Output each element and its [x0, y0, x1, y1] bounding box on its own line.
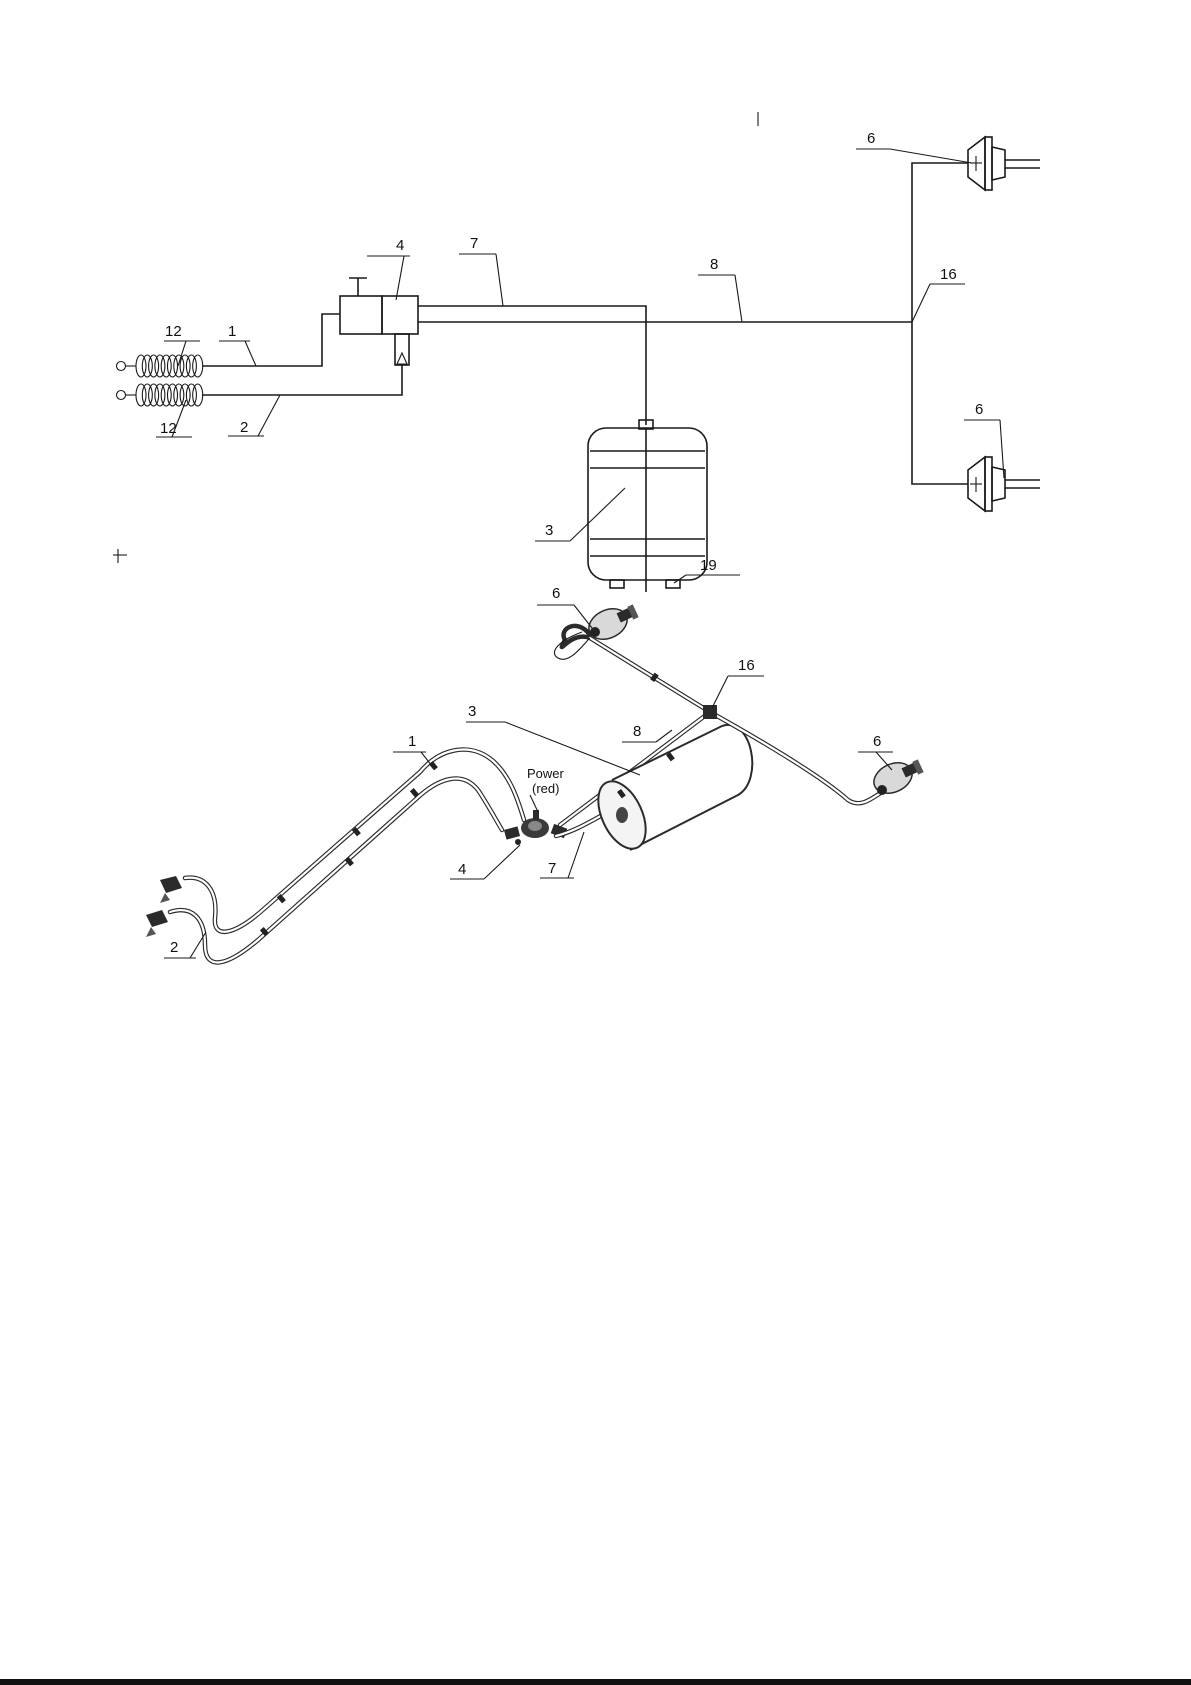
coil-top: [117, 355, 203, 377]
coil-loop: [180, 355, 190, 377]
coil-loop: [174, 355, 184, 377]
illus-label-power-1: Power: [527, 766, 565, 781]
illus-label-line-2: 2: [170, 939, 178, 956]
label-coil-bottom: 12: [160, 420, 177, 437]
illus-label-valve: 4: [458, 861, 466, 878]
illus-label-tank: 3: [468, 703, 476, 720]
hose-1: [185, 750, 524, 932]
coil-loop: [174, 384, 184, 406]
illus-label-chamber-right: 6: [873, 733, 881, 750]
label-chamber-top: 6: [867, 130, 875, 147]
label-coil-top: 12: [165, 323, 182, 340]
label-drain: 19: [700, 557, 717, 574]
label-tank: 3: [545, 522, 553, 539]
coil-loop: [149, 355, 159, 377]
label-valve: 4: [396, 237, 404, 254]
coil-loop: [193, 355, 203, 377]
coil-loop: [161, 355, 171, 377]
coupling-top: [160, 876, 182, 903]
illustration: 6 16 3 8 1 4 7 6 2 Power (red): [146, 585, 924, 962]
illustration-leaders: [164, 605, 893, 958]
page-bottom-edge: [0, 1679, 1191, 1685]
coil-loop: [186, 355, 196, 377]
label-line-8: 8: [710, 256, 718, 273]
line-7: [418, 306, 646, 425]
illus-label-line-1: 1: [408, 733, 416, 750]
hose-2: [170, 779, 502, 963]
schematic: 12 12 1 2 4 7 8 16 6 6 3 19: [113, 112, 1040, 592]
branch-down: [912, 322, 968, 484]
coupling-bottom: [146, 910, 168, 937]
stray-symbol: [113, 549, 127, 563]
branch-up: [912, 163, 968, 322]
coil-loop: [155, 384, 165, 406]
chamber-top: [968, 137, 1040, 190]
branch-top-illustration: [554, 626, 710, 712]
label-tee: 16: [940, 266, 957, 283]
label-line-2: 2: [240, 419, 248, 436]
illus-label-chamber-top: 6: [552, 585, 560, 602]
coil-bottom: [117, 384, 203, 406]
coil-loop: [136, 355, 146, 377]
coil-loop: [149, 384, 159, 406]
coil-loop: [168, 384, 178, 406]
hose-clamps: [260, 761, 438, 936]
label-line-1: 1: [228, 323, 236, 340]
illus-label-power-2: (red): [532, 781, 559, 796]
label-chamber-bottom: 6: [975, 401, 983, 418]
tee-illustration: [703, 705, 717, 719]
chamber-bottom: [968, 457, 1040, 511]
line-1: [202, 314, 340, 366]
coil-loop: [142, 384, 152, 406]
coil-loop: [186, 384, 196, 406]
illus-label-line-8: 8: [633, 723, 641, 740]
valve: [340, 278, 418, 365]
coil-loop: [136, 384, 146, 406]
coil-loop: [193, 384, 203, 406]
coil-loop: [168, 355, 178, 377]
coil-loop: [142, 355, 152, 377]
label-line-7: 7: [470, 235, 478, 252]
coil-loop: [155, 355, 165, 377]
illus-label-tee: 16: [738, 657, 755, 674]
coil-loop: [161, 384, 171, 406]
line-2: [202, 365, 402, 395]
illus-label-line-7: 7: [548, 860, 556, 877]
valve-illustration: [504, 810, 567, 845]
tank-illustration: [589, 725, 753, 856]
